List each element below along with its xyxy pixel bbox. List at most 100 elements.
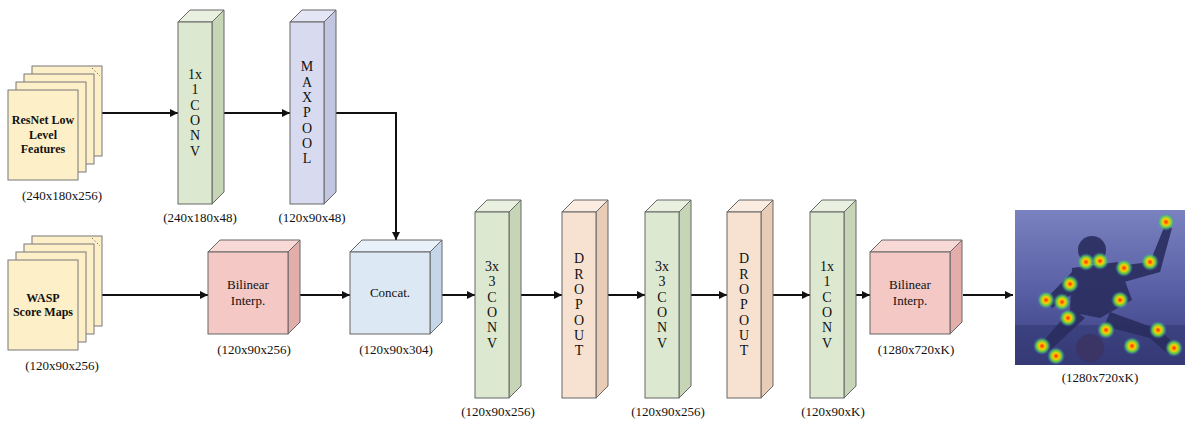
stack-ellipsis [92, 68, 100, 76]
block-text: Concat. [370, 285, 410, 301]
dimension-slot: (240x180x48) [163, 210, 237, 226]
connector [102, 112, 178, 114]
block-shape [562, 200, 608, 398]
dimension-slot: (120x90x48) [278, 210, 345, 226]
block-text: WASP Score Maps [11, 291, 75, 320]
dimension-label: (120x90x304) [359, 342, 433, 358]
heat-blob [1115, 259, 1133, 277]
block-face: Bilinear Interp. [870, 252, 950, 334]
connector [224, 112, 290, 114]
connector [608, 294, 645, 296]
block-face: 3x3CONV [645, 212, 679, 398]
heat-blob [1157, 213, 1175, 231]
heat-blob [1111, 291, 1129, 309]
block-front [290, 22, 324, 204]
dimension-slot: (120x90x256) [461, 404, 535, 420]
dimension-slot: (120x90x256) [631, 404, 705, 420]
heat-blob [1165, 339, 1183, 357]
dimension-label: (120x90x256) [217, 342, 291, 358]
block-front [178, 22, 212, 204]
block-shape [727, 200, 773, 398]
block-front [810, 212, 844, 398]
block-top [870, 240, 962, 252]
block-text: 1x1CONV [820, 259, 834, 351]
block-face: 3x3CONV [475, 212, 509, 398]
stack-ellipsis [92, 238, 100, 246]
dimension-label: (120x90x256) [25, 358, 99, 374]
connector [442, 294, 475, 296]
block-side [324, 10, 336, 204]
dimension-label: (1280x720xK) [878, 342, 955, 358]
dropout-block: DROPOUT [727, 200, 773, 398]
block-side [950, 240, 962, 334]
input-score-stack: WASP Score Maps [8, 236, 102, 350]
block-face: WASP Score Maps [8, 260, 78, 350]
block-face: DROPOUT [727, 212, 761, 398]
block-shape [178, 10, 224, 204]
dimension-slot: (1280x720xK) [878, 342, 955, 358]
dimension-slot: (120x90x256) [217, 342, 291, 358]
conv-block: 3x3CONV [475, 200, 521, 398]
concat-block: Concat. [350, 240, 442, 334]
block-text: DROPOUT [572, 251, 586, 359]
heat-blob [1037, 291, 1055, 309]
dimension-slot: (120x90x256) [25, 358, 99, 374]
dimension-slot: (120x90xK) [801, 404, 865, 420]
block-text: MAX POOL [300, 59, 314, 167]
block-front [562, 212, 596, 398]
heat-blob [1149, 321, 1167, 339]
block-side [761, 200, 773, 398]
block-front [870, 252, 950, 334]
input-feature-stack: ResNet Low Level Features [8, 66, 102, 180]
heat-blob [1047, 347, 1065, 365]
block-shape [475, 200, 521, 398]
block-shape [810, 200, 856, 398]
dimension-slot: (240x180x256) [22, 188, 102, 204]
block-text: ResNet Low Level Features [11, 113, 75, 156]
block-front [475, 212, 509, 398]
block-text: DROPOUT [737, 251, 751, 359]
block-face: 1x1CONV [178, 22, 212, 204]
conv-block: 3x3CONV [645, 200, 691, 398]
dimension-slot: (120x90x304) [359, 342, 433, 358]
block-text: Bilinear Interp. [873, 277, 947, 310]
player-silhouette [1040, 225, 1178, 354]
block-side [596, 200, 608, 398]
basketball [1076, 334, 1104, 362]
dimension-label: (120x90x48) [278, 210, 345, 226]
dimension-label: (1280x720xK) [1062, 370, 1139, 386]
feature-sheet [8, 260, 78, 350]
block-side [844, 200, 856, 398]
interp-block: Bilinear Interp. [870, 240, 962, 334]
block-side [679, 200, 691, 398]
conv-block: 1x1CONV [810, 200, 856, 398]
block-text: 3x3CONV [655, 259, 669, 351]
block-face: Bilinear Interp. [208, 252, 288, 334]
block-side [212, 10, 224, 204]
block-side [509, 200, 521, 398]
block-face: DROPOUT [562, 212, 596, 398]
dimension-slot: (1280x720xK) [1062, 370, 1139, 386]
block-text: Bilinear Interp. [211, 277, 285, 310]
dimension-label: (240x180x256) [22, 188, 102, 204]
block-front [350, 252, 430, 334]
heat-blob [1053, 293, 1071, 311]
block-text: 1x1CONV [188, 67, 202, 159]
heat-blobs [1033, 213, 1183, 365]
block-text: 3x3CONV [485, 259, 499, 351]
dimension-label: (120x90x256) [461, 404, 535, 420]
dropout-block: DROPOUT [562, 200, 608, 398]
block-front [645, 212, 679, 398]
block-top [350, 240, 442, 252]
interp-block: Bilinear Interp. [208, 240, 300, 334]
connector [773, 294, 810, 296]
heatmap-image [1015, 210, 1185, 365]
connector [521, 294, 562, 296]
image-background [1015, 210, 1185, 365]
block-shape [290, 10, 336, 204]
connector [300, 294, 350, 296]
heat-blob [1059, 309, 1077, 327]
dimension-label: (120x90xK) [801, 404, 865, 420]
